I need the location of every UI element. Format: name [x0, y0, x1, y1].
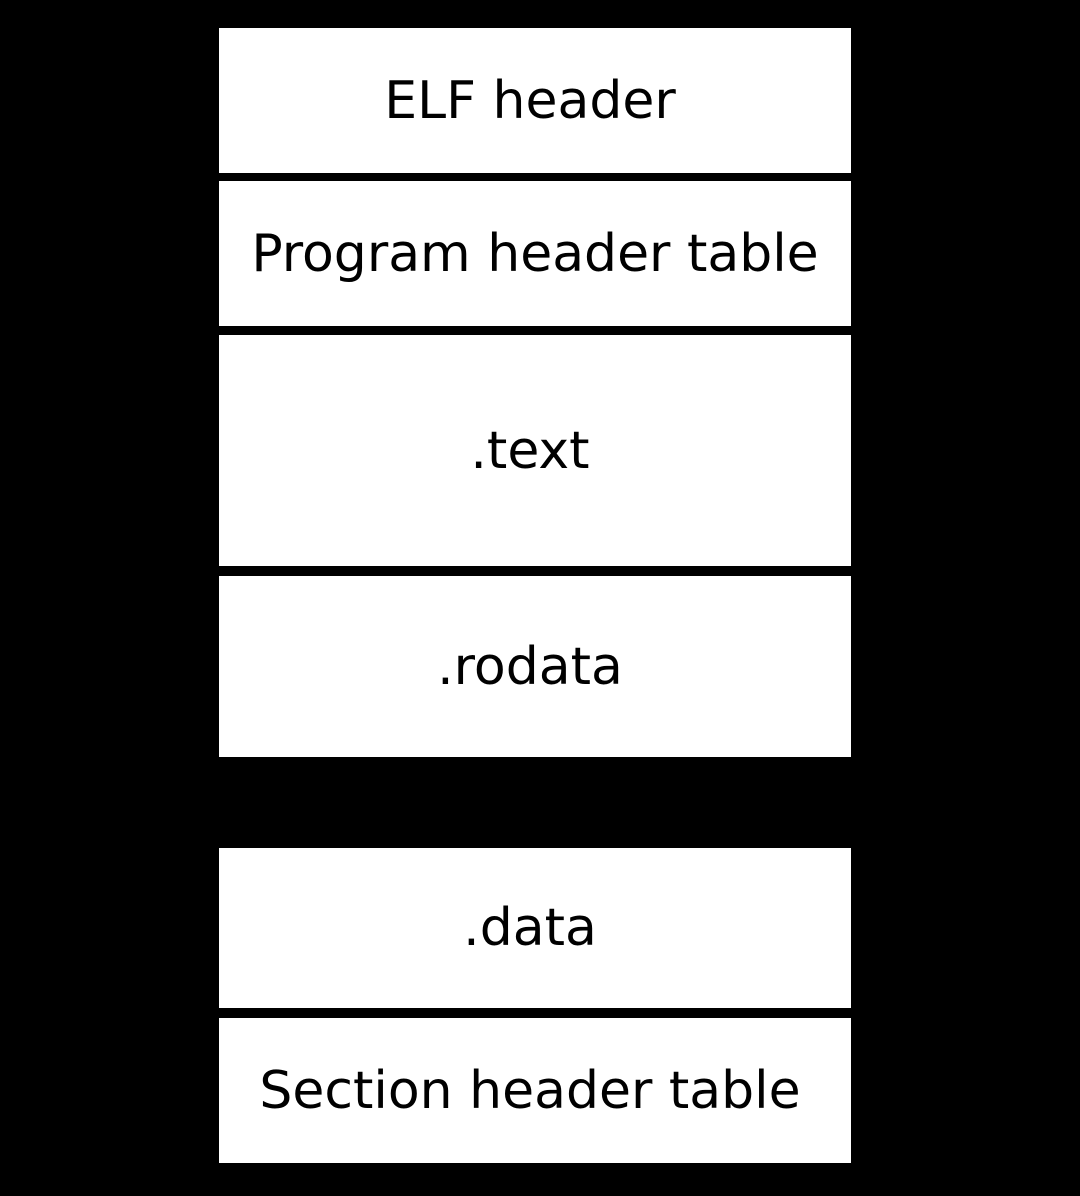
program-header-table-block: Program header table: [219, 181, 851, 326]
section-header-table-label: Section header table: [259, 1060, 801, 1121]
elf-header-block: ELF header: [219, 28, 851, 173]
elf-header-label: ELF header: [384, 70, 676, 131]
section-header-table-block: Section header table: [219, 1018, 851, 1163]
text-section-label: .text: [470, 420, 590, 481]
data-section-label: .data: [463, 898, 597, 958]
rodata-section-block: .rodata: [219, 576, 851, 757]
rodata-section-label: .rodata: [437, 636, 623, 697]
text-section-block: .text: [219, 335, 851, 566]
data-section-block: .data: [219, 848, 851, 1008]
program-header-table-label: Program header table: [251, 223, 819, 284]
